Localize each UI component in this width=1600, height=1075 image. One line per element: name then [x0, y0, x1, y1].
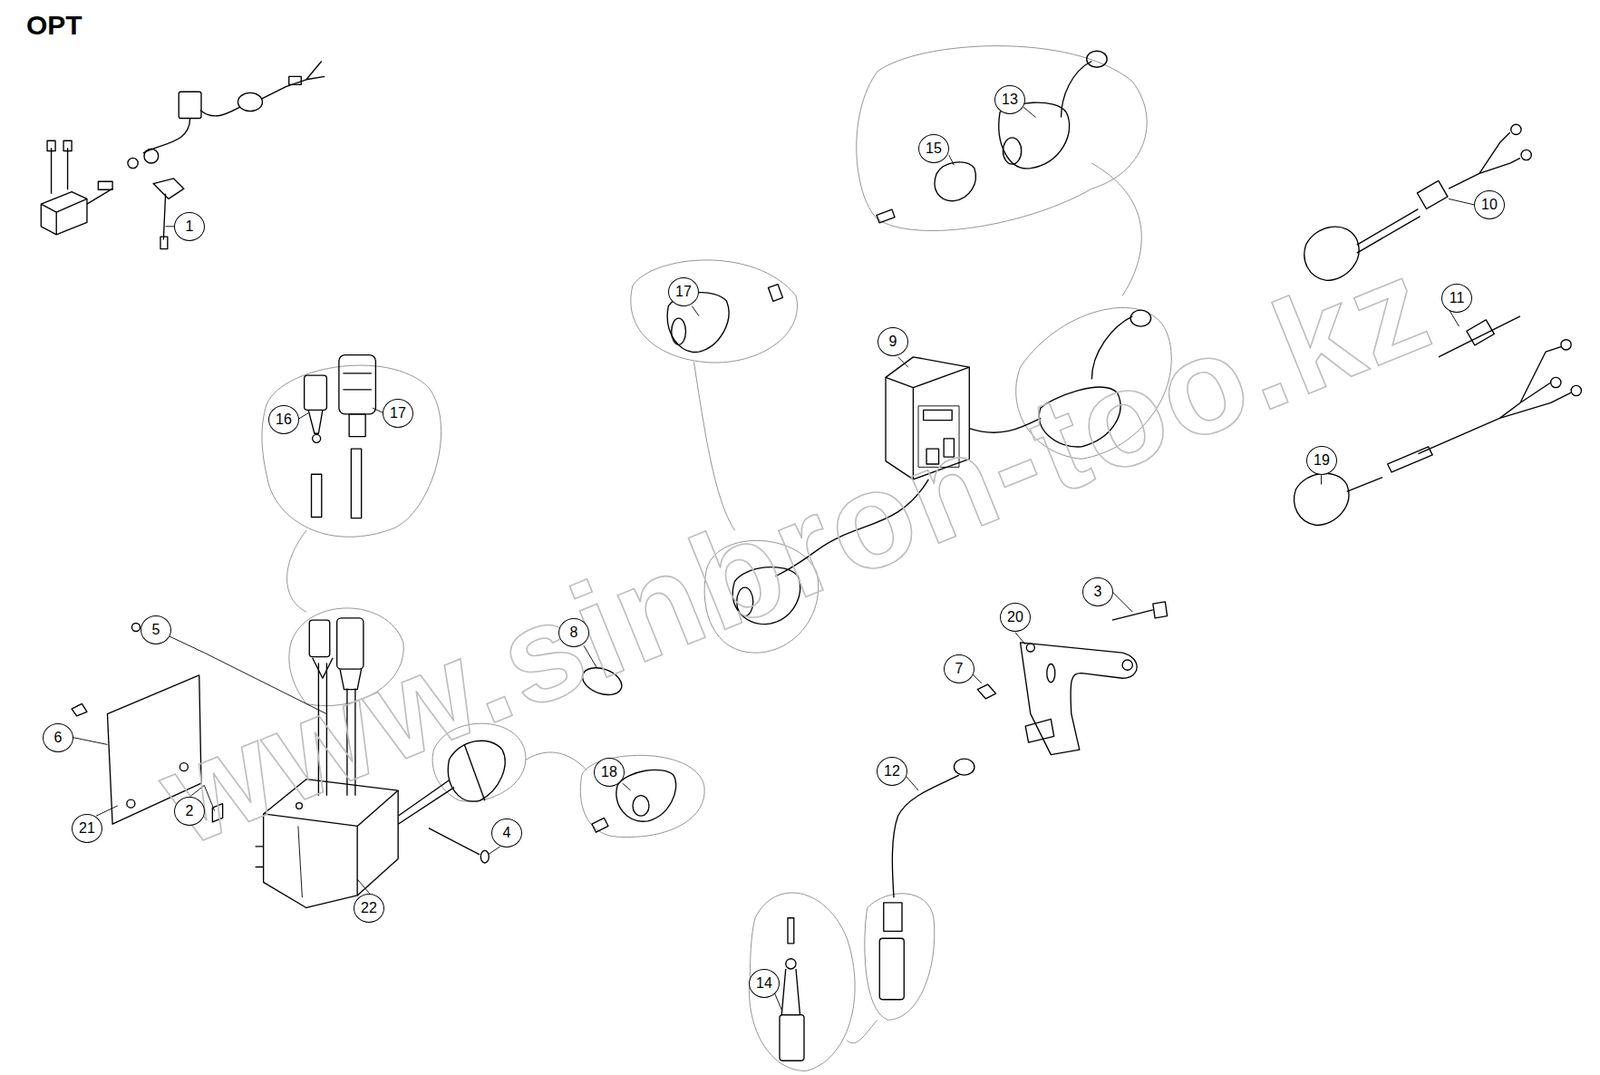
callout-number: 20: [999, 602, 1031, 632]
callout-number: 18: [593, 757, 625, 787]
callout-number: 2: [174, 796, 205, 826]
callout-number: 15: [918, 134, 950, 164]
callout-number: 14: [748, 969, 780, 999]
page-title: OPT: [26, 9, 83, 41]
callout-number: 5: [140, 615, 172, 645]
callout-number: 22: [353, 893, 385, 923]
callout-number: 1: [174, 212, 205, 242]
callout-number: 13: [994, 85, 1026, 115]
callout-number: 17: [668, 277, 699, 307]
callout-number: 12: [876, 756, 908, 786]
callout-number: 16: [268, 405, 300, 435]
callout-number: 10: [1473, 190, 1505, 220]
callout-number: 11: [1441, 283, 1473, 313]
callout-number: 4: [491, 818, 523, 848]
callout-number: 19: [1306, 446, 1338, 476]
callout-number: 8: [558, 618, 590, 648]
watermark: www.sinbron-too.kz: [139, 224, 1453, 877]
callout-number: 6: [42, 723, 74, 753]
callout-number: 7: [943, 654, 975, 684]
callout-number: 9: [877, 327, 909, 357]
callout-number: 17: [382, 398, 414, 428]
callout-number: 21: [71, 814, 103, 844]
callout-number: 3: [1082, 577, 1114, 607]
